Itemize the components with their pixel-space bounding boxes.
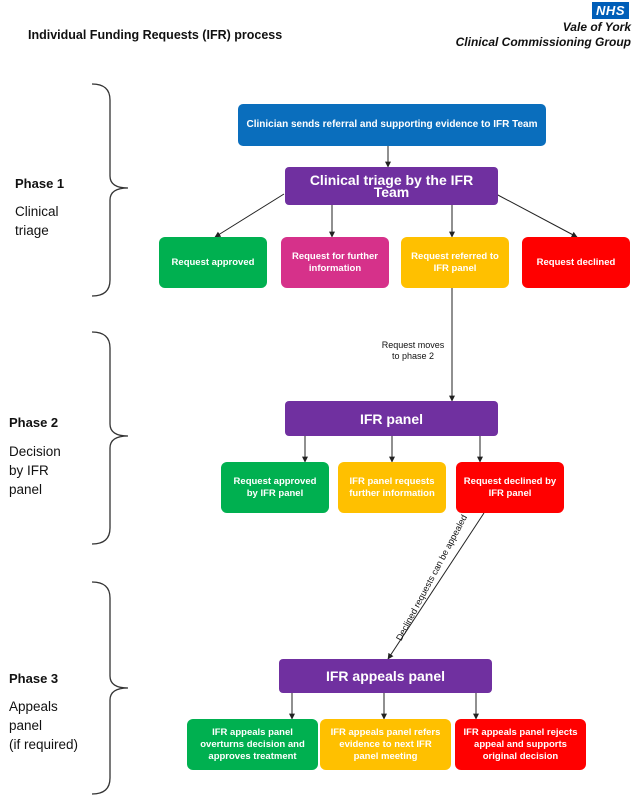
phase1-approved-box: Request approved xyxy=(159,237,267,288)
phase1-bracket xyxy=(91,83,129,297)
arrow-triage-approved xyxy=(214,193,285,238)
phase3-title: Phase 3 xyxy=(9,671,59,686)
nhs-logo: NHS xyxy=(592,2,629,19)
org-name-line1: Vale of York xyxy=(562,20,631,34)
appeals-panel-box: IFR appeals panel xyxy=(279,659,492,693)
org-name-line2: Clinical Commissioning Group xyxy=(455,35,631,49)
phase3-description: Appeals panel (if required) xyxy=(9,699,79,752)
arrow-declined-appeals xyxy=(387,512,485,660)
phase1-description: Clinical triage xyxy=(15,204,59,238)
phase2-description: Decision by IFR panel xyxy=(9,444,61,497)
referral-box: Clinician sends referral and supporting … xyxy=(238,104,546,146)
page-title: Individual Funding Requests (IFR) proces… xyxy=(28,28,283,42)
triage-box: Clinical triage by the IFR Team xyxy=(285,167,498,205)
phase3-rejects-box: IFR appeals panel rejects appeal and sup… xyxy=(455,719,586,770)
edge-label-moves: Request moves to phase 2 xyxy=(381,340,445,361)
phase1-title: Phase 1 xyxy=(15,176,65,191)
phase1-further-info-box: Request for further information xyxy=(281,237,389,288)
phase3-bracket xyxy=(91,581,129,795)
phase1-referred-box: Request referred to IFR panel xyxy=(401,237,509,288)
phase1-declined-box: Request declined xyxy=(522,237,630,288)
panel-box: IFR panel xyxy=(285,401,498,436)
phase2-bracket xyxy=(91,331,129,545)
phase2-declined-box: Request declined by IFR panel xyxy=(456,462,564,513)
phase2-further-info-box: IFR panel requests further information xyxy=(338,462,446,513)
arrow-triage-declined xyxy=(495,193,578,238)
phase3-refers-box: IFR appeals panel refers evidence to nex… xyxy=(320,719,451,770)
phase2-title: Phase 2 xyxy=(9,415,59,430)
phase2-approved-box: Request approved by IFR panel xyxy=(221,462,329,513)
phase3-overturns-box: IFR appeals panel overturns decision and… xyxy=(187,719,318,770)
